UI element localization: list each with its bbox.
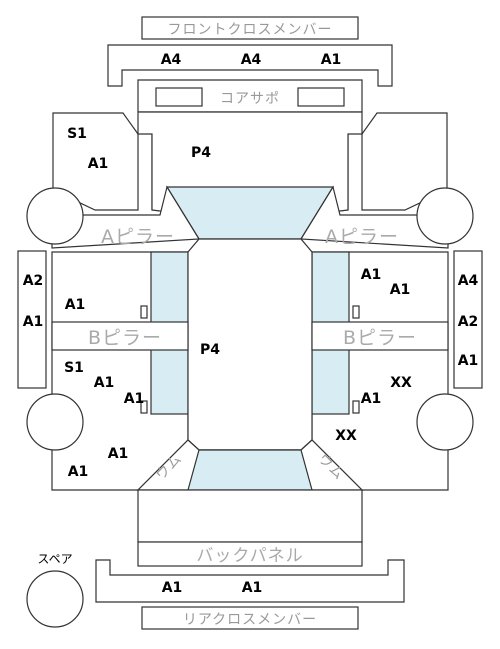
grade-right-door-3: A1 bbox=[458, 353, 479, 369]
grade-left-door-2: A1 bbox=[23, 314, 44, 330]
grade-left-front-inner: A1 bbox=[65, 297, 86, 313]
grade-right-rear-inner-2: A1 bbox=[361, 391, 382, 407]
rear-cross-member-label: リアクロスメンバー bbox=[183, 612, 317, 628]
right-rear-marker bbox=[352, 400, 360, 414]
grade-right-front-inner-2: A1 bbox=[390, 282, 411, 298]
front-left-wheel bbox=[26, 187, 84, 245]
grade-left-quarter-2: A1 bbox=[68, 464, 89, 480]
grade-right-quarter: XX bbox=[335, 428, 357, 444]
front-right-wheel bbox=[416, 187, 474, 245]
grade-right-rear-inner-1: XX bbox=[390, 375, 412, 391]
left-rear-marker bbox=[140, 400, 148, 414]
grade-front-member-3: A1 bbox=[321, 52, 342, 68]
grade-front-left-fender-2: A1 bbox=[88, 156, 109, 172]
b-pillar-left-area bbox=[51, 321, 189, 351]
back-panel-box bbox=[137, 541, 363, 567]
rear-right-wheel bbox=[416, 393, 474, 451]
a-pillar-left-label: Aピラー bbox=[101, 226, 175, 248]
grade-rear-member-2: A1 bbox=[242, 580, 263, 596]
spare-label: スペア bbox=[37, 552, 72, 566]
grade-front-member-1: A4 bbox=[161, 52, 182, 68]
b-pillar-right-area bbox=[311, 321, 449, 351]
grade-right-door-1: A4 bbox=[458, 273, 479, 289]
grade-left-rear-inner-2: A1 bbox=[94, 375, 115, 391]
core-support-left-box bbox=[155, 87, 203, 107]
rear-left-wheel bbox=[26, 393, 84, 451]
right-front-marker bbox=[352, 305, 360, 319]
left-door-panel bbox=[17, 250, 47, 389]
rear-member bbox=[95, 559, 405, 603]
grade-rear-member-1: A1 bbox=[162, 580, 183, 596]
a-pillar-right-label: Aピラー bbox=[325, 226, 399, 248]
core-support-right-box bbox=[297, 87, 345, 107]
core-support-label: コアサポ bbox=[220, 91, 280, 107]
grade-left-rear-inner-1: S1 bbox=[64, 360, 84, 376]
grade-front-member-2: A4 bbox=[241, 52, 262, 68]
grade-right-front-inner-1: A1 bbox=[361, 267, 382, 283]
front-cross-member-label: フロントクロスメンバー bbox=[168, 22, 333, 38]
grade-left-rear-inner-3: A1 bbox=[124, 391, 145, 407]
b-pillar-right-label: Bピラー bbox=[343, 327, 417, 349]
trunk-lid bbox=[137, 489, 363, 543]
front-cross-member-box bbox=[141, 16, 359, 40]
front-member bbox=[107, 44, 393, 87]
left-front-marker bbox=[140, 305, 148, 319]
rear-window bbox=[187, 449, 313, 491]
grade-roof: P4 bbox=[200, 342, 220, 358]
grade-left-quarter-1: A1 bbox=[108, 446, 129, 462]
grade-left-door-1: A2 bbox=[23, 273, 44, 289]
back-panel-label: バックパネル bbox=[196, 546, 303, 566]
grade-front-left-fender-1: S1 bbox=[67, 126, 87, 142]
grade-right-door-2: A2 bbox=[458, 314, 479, 330]
b-pillar-left-label: Bピラー bbox=[88, 327, 162, 349]
spare-tire bbox=[26, 570, 84, 628]
right-door-panel bbox=[453, 250, 483, 389]
grade-hood: P4 bbox=[191, 145, 211, 161]
rear-cross-member-box bbox=[141, 606, 359, 630]
